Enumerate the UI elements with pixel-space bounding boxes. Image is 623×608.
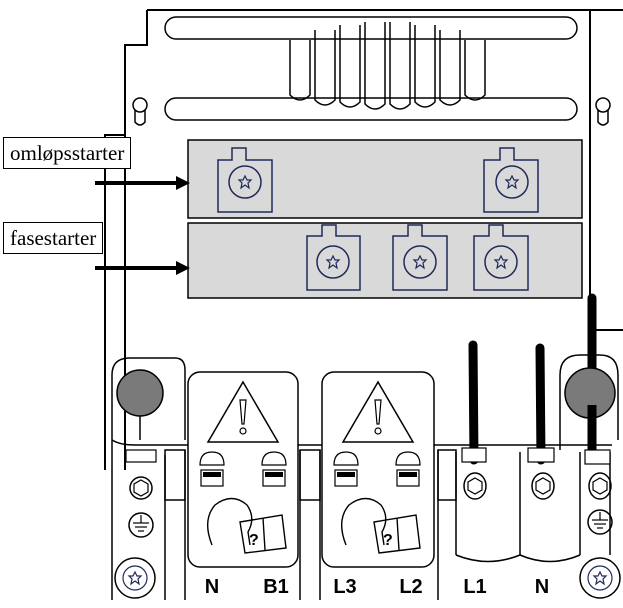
phase-screw-3: [473, 224, 529, 291]
bypass-starter-label: omløpsstarter: [3, 137, 132, 169]
arrow-right-icon: [95, 261, 190, 275]
read-manual-icon: [207, 497, 287, 554]
read-manual-icon: [341, 497, 421, 554]
terminal-label-l1: L1: [463, 576, 487, 598]
keyhole-slot-left: [132, 97, 148, 126]
warning-triangle-icon: [341, 380, 415, 443]
ground-symbol-icon: [128, 512, 154, 538]
wire-l1: [461, 340, 487, 500]
svg-text:?: ?: [249, 532, 259, 549]
terminal-label-l2: L2: [399, 576, 423, 598]
terminal-label-n-right: N: [534, 576, 550, 598]
phase-screw-2: [392, 224, 448, 291]
bypass-screw-2: [483, 147, 539, 213]
bypass-screw-1: [217, 147, 273, 213]
terminal-cover-l3-l2: [321, 371, 435, 568]
ground-terminal-right: [564, 293, 616, 535]
keyhole-slot-right: [595, 97, 611, 126]
terminal-label-b1: B1: [263, 576, 289, 598]
terminal-label-n-left: N: [204, 576, 220, 598]
cable-end-left: [116, 369, 164, 417]
terminal-block: [111, 354, 619, 600]
mounting-screw-right: [579, 557, 621, 599]
arrow-right-icon: [95, 176, 190, 190]
toroid-coil: [164, 16, 578, 121]
wire-n: [527, 343, 555, 500]
phase-starter-label: fasestarter: [3, 222, 104, 254]
terminal-label-l3: L3: [333, 576, 357, 598]
svg-text:?: ?: [383, 532, 393, 549]
ground-symbol-icon: [587, 509, 613, 535]
mounting-screw-left: [114, 557, 156, 599]
terminal-cover-n-b1: [187, 371, 299, 568]
warning-triangle-icon: [206, 380, 280, 443]
phase-screw-1: [306, 224, 361, 291]
ground-terminal-left: [116, 369, 164, 538]
